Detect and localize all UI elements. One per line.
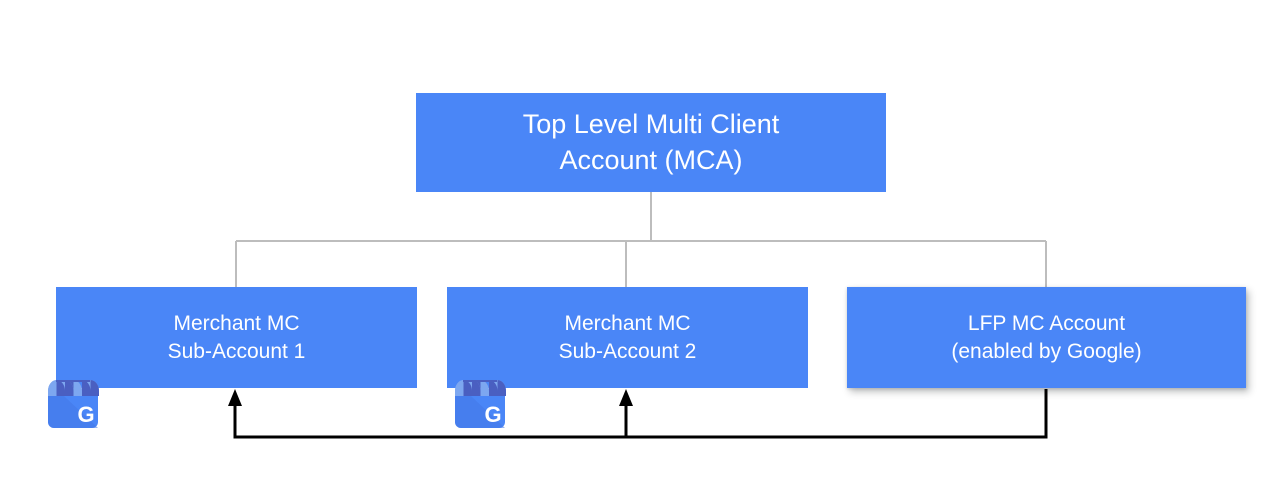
google-g-glyph: G <box>77 402 94 427</box>
node-merchant-sub-account-2[interactable]: Merchant MC Sub-Account 2 <box>447 287 808 388</box>
node-merchant-sub-account-1[interactable]: Merchant MC Sub-Account 1 <box>56 287 417 388</box>
node-lfp-mc-account[interactable]: LFP MC Account (enabled by Google) <box>847 287 1246 388</box>
google-business-profile-icon: G <box>48 380 99 428</box>
arrowhead-sub1 <box>228 389 242 406</box>
google-business-profile-icon: G <box>455 380 506 428</box>
node-merchant-sub-account-1-label: Merchant MC Sub-Account 1 <box>167 312 306 363</box>
node-top-level-mca[interactable]: Top Level Multi Client Account (MCA) <box>416 93 886 192</box>
google-g-glyph: G <box>484 402 501 427</box>
node-lfp-mc-account-label: LFP MC Account (enabled by Google) <box>951 312 1142 363</box>
flow-path-to-sub1 <box>233 389 1048 439</box>
flow-arrowheads <box>228 389 633 406</box>
arrowhead-sub2 <box>619 389 633 406</box>
node-top-level-mca-label: Top Level Multi Client Account (MCA) <box>522 109 780 175</box>
node-merchant-sub-account-2-label: Merchant MC Sub-Account 2 <box>558 312 697 363</box>
